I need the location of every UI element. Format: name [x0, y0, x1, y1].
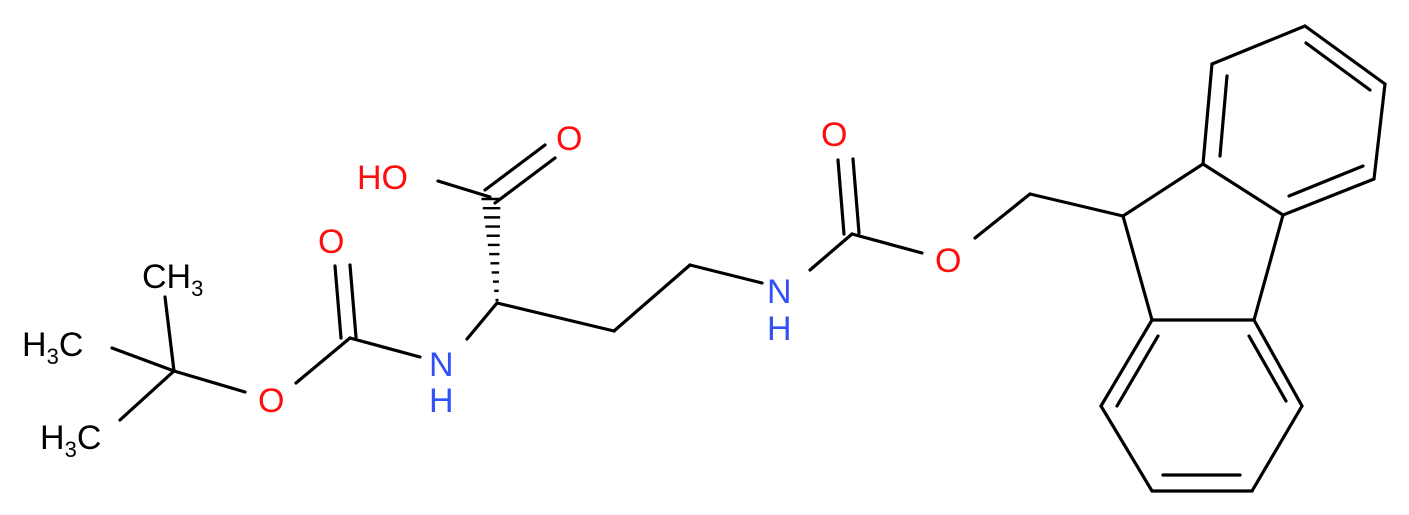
bond-ring2-c — [1250, 404, 1304, 493]
bond-boc-co-1 — [333, 264, 343, 340]
bond-boc-co-2 — [348, 263, 358, 339]
bond-c9-c9a — [1121, 162, 1205, 218]
bond-fmoc-co-2 — [851, 157, 861, 235]
bond-ring1-f — [1201, 162, 1285, 217]
atom-labels: HO O O O N H N H O O CH3 H3C H3C — [22, 116, 961, 462]
bond-fmoc-co-1 — [836, 158, 846, 236]
bond-o-boc-c — [294, 336, 352, 385]
bond-ring2-d3 — [1115, 334, 1160, 408]
bond-n-fmoc-c — [808, 232, 854, 272]
side-nh-h-label: H — [767, 310, 792, 348]
bond-ring1-d — [1372, 82, 1387, 181]
bond-acid-oh — [436, 179, 492, 199]
methyl-mid-label: H3C — [22, 326, 83, 369]
bond-gamma-n — [688, 263, 764, 285]
bond-methyl-mid — [110, 346, 176, 373]
acid-oxygen-label: O — [556, 120, 582, 158]
bond-lines — [110, 24, 1387, 493]
boc-ester-oxygen-label: O — [258, 382, 284, 420]
bond-beta-gamma — [612, 263, 692, 333]
boc-carbonyl-oxygen-label: O — [318, 223, 344, 261]
methyl-top-label: CH3 — [142, 258, 203, 301]
boc-nh-h-label: H — [429, 382, 454, 420]
fmoc-carbonyl-oxygen-label: O — [821, 116, 847, 154]
bond-ring1-d2 — [1304, 41, 1372, 92]
bond-acid-co-1 — [483, 143, 547, 192]
bond-fmoc-c-o — [850, 232, 924, 255]
fmoc-ester-oxygen-label: O — [935, 242, 961, 280]
bond-boc-c-n — [348, 336, 422, 359]
bond-ring2-d1 — [1247, 334, 1288, 403]
bond-o-ch2 — [973, 192, 1032, 240]
bond-quat-c-o — [172, 369, 247, 394]
bond-ring2-e — [1099, 404, 1154, 493]
bond-ring2-f — [1099, 318, 1154, 408]
bond-ring1-b — [1210, 24, 1307, 66]
bond-c4a-c4b — [1252, 213, 1285, 322]
bond-ring2-b — [1252, 318, 1304, 408]
bond-acid-co-2 — [493, 156, 557, 205]
bond-ring1-e — [1281, 177, 1376, 217]
bond-n-alpha — [465, 301, 499, 341]
bond-ring1-c — [1303, 24, 1387, 86]
side-nh-label: N — [767, 273, 792, 311]
bond-methyl-top — [163, 295, 176, 373]
bond-ring1-a — [1201, 62, 1214, 166]
bond-ring1-d1 — [1218, 74, 1229, 158]
bond-ring1-d3 — [1287, 164, 1365, 198]
boc-nh-label: N — [429, 346, 454, 384]
bond-c9-c8a — [1121, 214, 1154, 322]
methyl-bot-label: H3C — [40, 419, 101, 462]
stereo-hash-wedge — [481, 197, 501, 302]
hydroxyl-label: HO — [357, 159, 408, 197]
bond-methyl-bot — [118, 369, 176, 422]
bond-alpha-beta — [495, 301, 616, 333]
bond-ch2-c9 — [1028, 192, 1125, 218]
